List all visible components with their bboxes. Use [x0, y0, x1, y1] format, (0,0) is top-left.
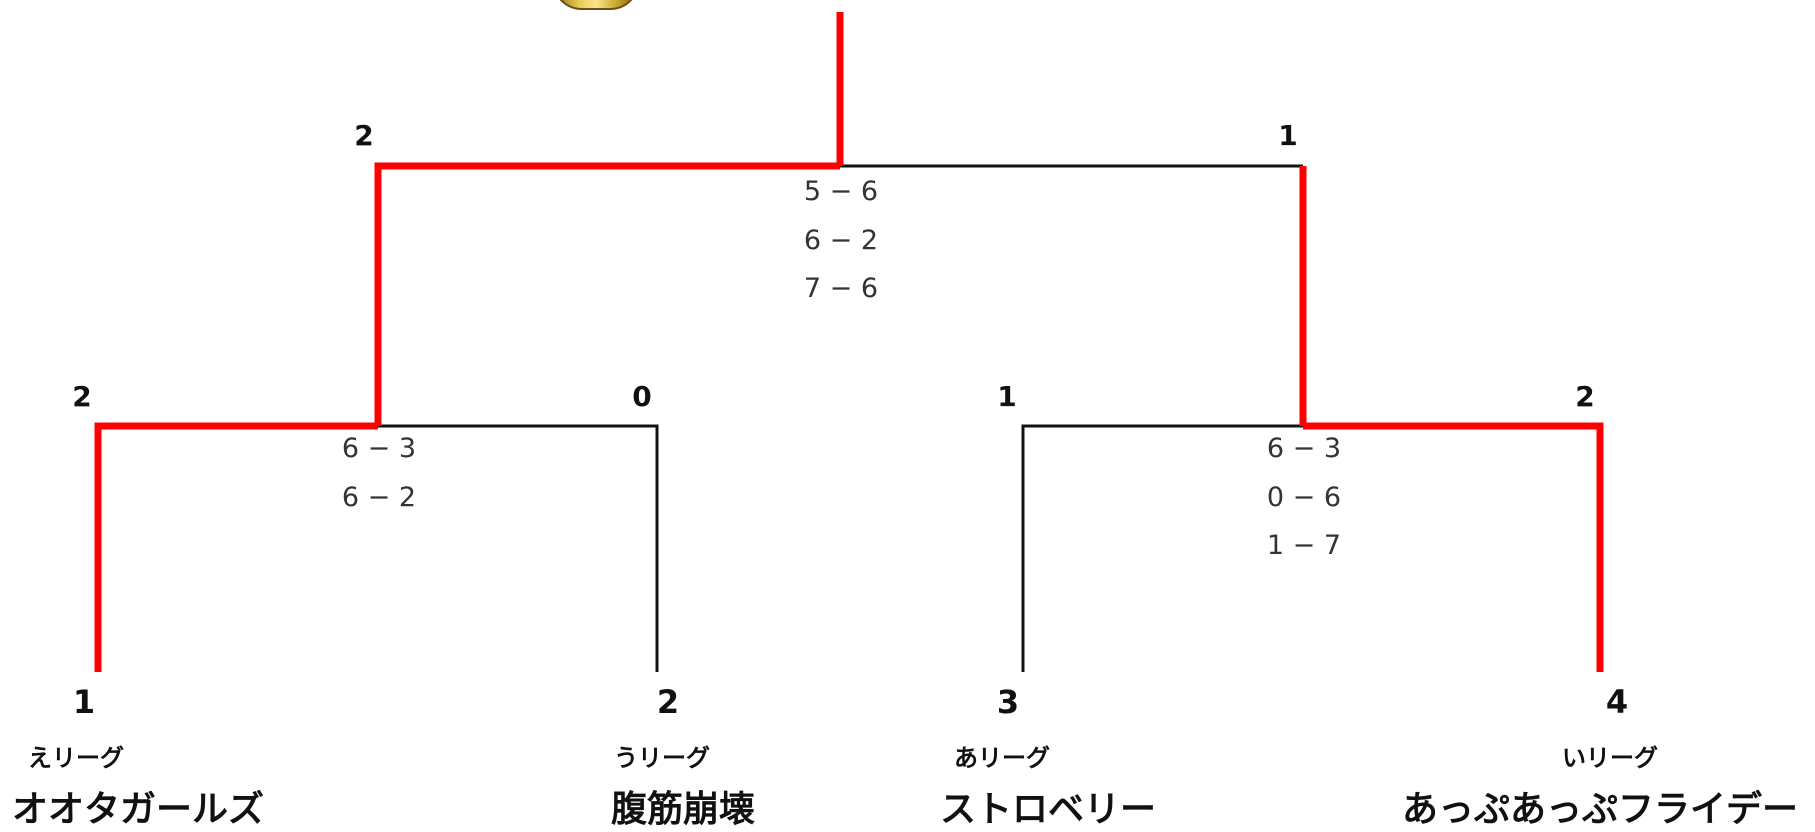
team-league-3: あリーグ: [954, 744, 1050, 772]
sf2-loser-branch: [1021, 424, 1303, 672]
final-right-score: 1: [1278, 119, 1298, 152]
sf1-winner-branch: [94, 422, 378, 672]
team-name-4: あっぷあっぷフライデー: [1402, 789, 1799, 830]
team-seed-1: 1: [72, 683, 96, 721]
set-score: 1 − 7: [1266, 530, 1342, 561]
sf2-winner-branch: [1303, 422, 1604, 672]
team-seed-4: 4: [1605, 683, 1629, 721]
set-score: 5 − 6: [803, 176, 879, 207]
team-league-4: いリーグ: [1562, 744, 1658, 772]
set-score: 7 − 6: [803, 273, 879, 304]
final-winner-branch: [374, 162, 840, 426]
set-score: 6 − 2: [341, 481, 417, 513]
sf1-loser-branch: [378, 424, 659, 672]
set-score: 6 − 2: [803, 224, 879, 256]
sf2-set-scores: 6 − 3 0 − 6 1 − 7: [1267, 425, 1341, 571]
final-left-score: 2: [354, 119, 374, 152]
team-name-2: 腹筋崩壊: [611, 789, 756, 830]
team-seed-3: 3: [996, 683, 1020, 721]
team-name-1: オオタガールズ: [12, 789, 265, 830]
team-seed-2: 2: [656, 683, 680, 721]
sf1-set-scores: 6 − 3 6 − 2: [342, 425, 416, 522]
team-league-1: えリーグ: [28, 744, 124, 772]
team-name-3: ストロベリー: [940, 789, 1157, 830]
sf2-right-score: 2: [1575, 380, 1595, 413]
sf1-right-score: 0: [632, 380, 652, 413]
sf2-left-score: 1: [997, 380, 1017, 413]
set-score: 0 − 6: [1266, 481, 1342, 513]
team-league-2: うリーグ: [614, 744, 710, 772]
final-set-scores: 5 − 6 6 − 2 7 − 6: [804, 168, 878, 314]
set-score: 6 − 3: [341, 433, 417, 464]
set-score: 6 − 3: [1266, 433, 1342, 464]
sf1-left-score: 2: [72, 380, 92, 413]
